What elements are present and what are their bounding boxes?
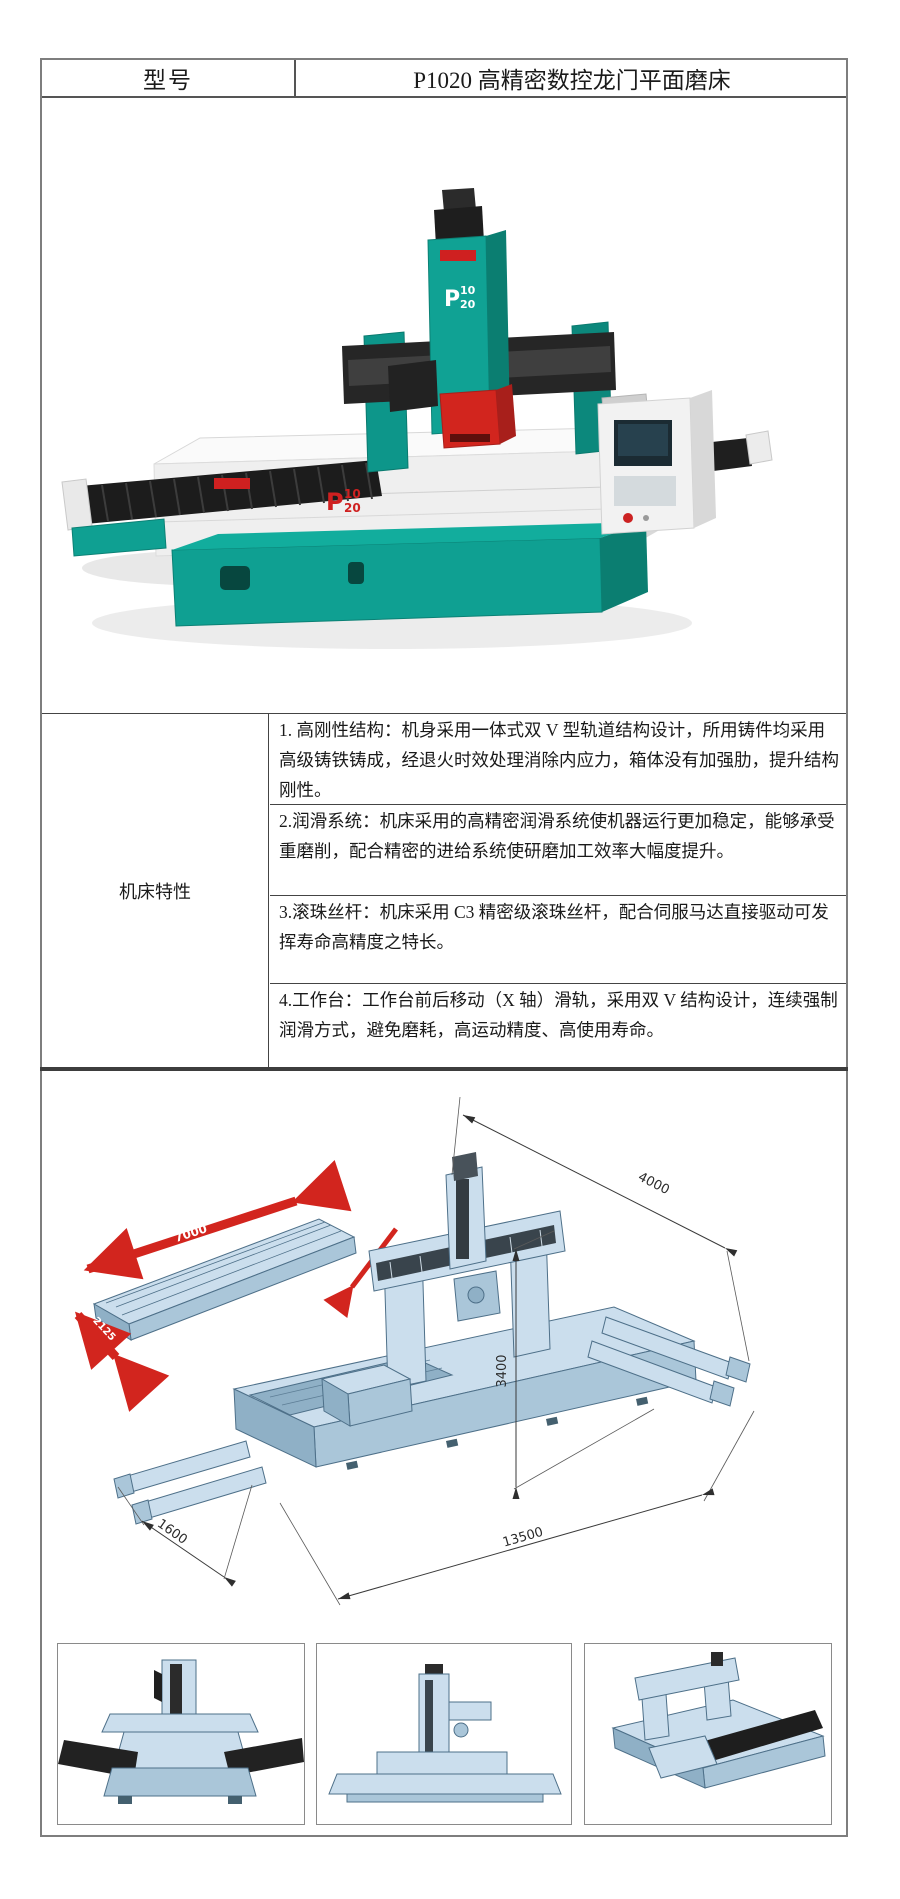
tower-brand-20: 20 [460,298,476,311]
dim-3400: 3400 [495,1230,655,1499]
features-label-cell: 机床特性 [42,714,269,1068]
thick-divider [40,1067,848,1071]
brand-chip-tower [440,250,476,261]
features-row: 机床特性 1. 高刚性结构：机身采用一体式双 V 型轨道结构设计，所用铸件均采用… [42,713,846,1068]
model-label-cell: 型号 [42,60,296,96]
tower-brand-10: 10 [460,284,476,297]
feature-item-4: 4.工作台：工作台前后移动（X 轴）滑轨，采用双 V 结构设计，连续强制润滑方式… [279,990,838,1040]
feature-item-1: 1. 高刚性结构：机身采用一体式双 V 型轨道结构设计，所用铸件均采用高级铸铁铸… [270,714,846,805]
spindle-tower: P 10 20 [427,188,510,435]
dim-label-3400: 3400 [495,1354,510,1387]
control-console [597,390,716,535]
machine-base [171,522,648,627]
bed-brand-p: P [326,488,344,516]
dim-label-13500: 13500 [501,1525,545,1551]
dimension-drawing: 7000 2125 [74,1096,755,1606]
diagram-cell: 7000 2125 [42,1071,846,1835]
dim-label-4000: 4000 [635,1170,671,1198]
thumbnail-side-view [316,1643,572,1825]
thumbnail-rear-iso-view [584,1643,832,1825]
tower-brand-p: P [444,287,460,312]
dim-label-1600: 1600 [154,1516,190,1547]
header-row: 型号 P1020 高精密数控龙门平面磨床 [42,60,846,98]
model-value-cell: P1020 高精密数控龙门平面磨床 [413,68,731,93]
thumbnail-front-iso-view [57,1643,305,1825]
tower-linear-guide [456,1179,469,1259]
left-table-bellows [61,460,382,557]
bed-branding: P 10 20 [214,478,361,516]
brand-chip-bed [214,478,250,489]
features-list: 1. 高刚性结构：机身采用一体式双 V 型轨道结构设计，所用铸件均采用高级铸铁铸… [270,714,846,1068]
feature-item-2: 2.润滑系统：机床采用的高精密润滑系统使机器运行更加稳定，能够承受重磨削，配合精… [270,805,846,896]
wheel-guard [439,384,516,449]
spec-table: 型号 P1020 高精密数控龙门平面磨床 [40,58,848,1837]
bed-brand-10: 10 [344,487,361,501]
cnc-keypad [614,476,676,506]
wheel-motor [388,360,438,412]
machine-photo-illustration: P 10 20 [61,188,773,649]
bed-brand-20: 20 [344,501,361,515]
product-photo-cell: P 10 20 [42,98,846,713]
detached-table-slab [92,1218,357,1341]
estop-button [623,513,633,523]
feature-item-3: 3.滚珠丝杆：机床采用 C3 精密级滚珠丝杆，配合伺服马达直接驱动可发挥寿命高精… [270,896,846,984]
machine-outline [113,1152,751,1525]
dim-label-7000: 7000 [173,1221,209,1245]
